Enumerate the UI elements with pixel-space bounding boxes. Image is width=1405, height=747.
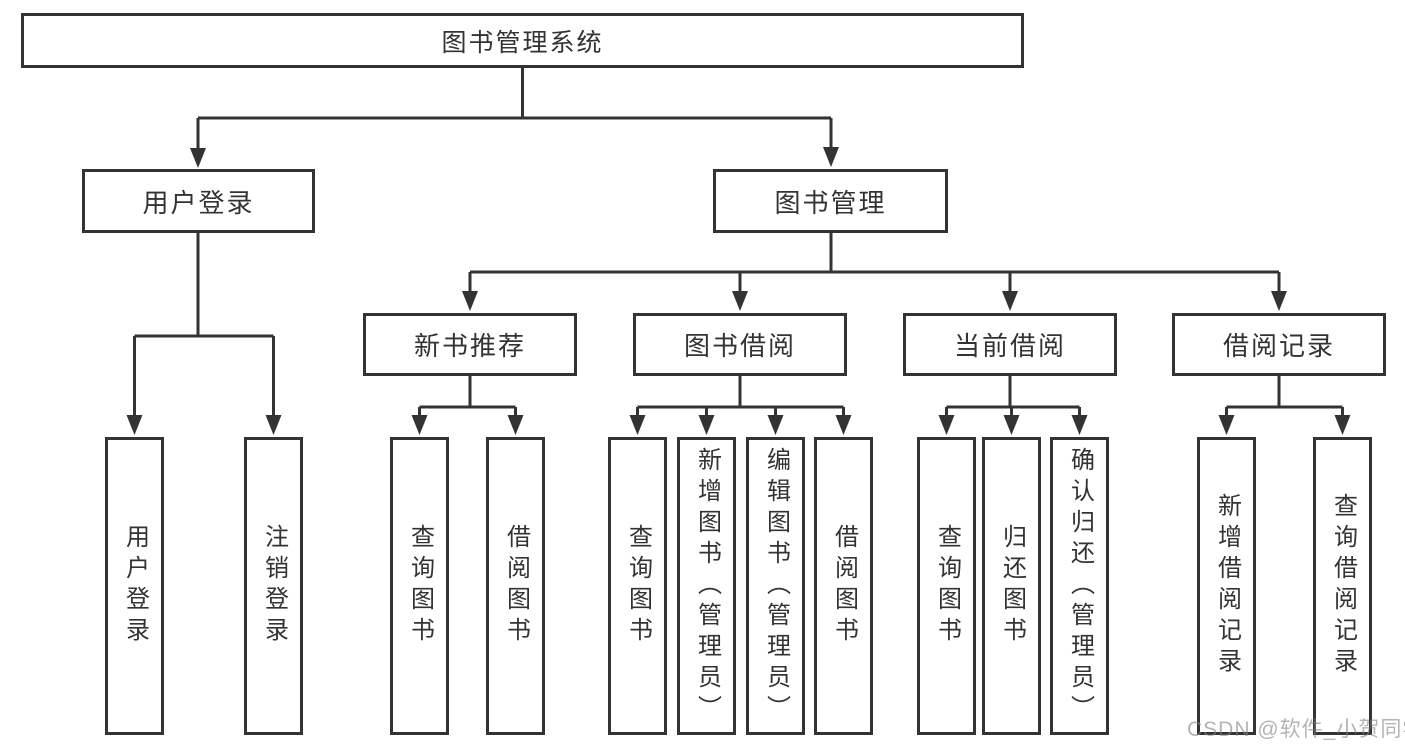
connector-borrow-record-children xyxy=(1218,376,1351,435)
leaf-query-books-borrow: 查询图书 xyxy=(608,437,667,735)
leaf-label: 借阅图书 xyxy=(502,524,530,648)
leaf-logout: 注销登录 xyxy=(244,437,303,735)
node-book-borrow: 图书借阅 xyxy=(633,313,847,376)
node-user-login: 用户登录 xyxy=(82,169,315,233)
leaf-label: 新增借阅记录 xyxy=(1213,493,1241,679)
leaf-query-books-recommend: 查询图书 xyxy=(390,437,449,735)
leaf-label: 查询借阅记录 xyxy=(1329,493,1357,679)
leaf-label: 归还图书 xyxy=(998,524,1026,648)
leaf-label: 借阅图书 xyxy=(830,524,858,648)
leaf-return-book: 归还图书 xyxy=(982,437,1041,735)
node-new-book-recommend: 新书推荐 xyxy=(363,313,577,376)
leaf-label: 编辑图书（管理员） xyxy=(762,446,790,726)
connector-new-book-recommend-children xyxy=(411,376,524,435)
connector-current-borrow-children xyxy=(938,376,1088,435)
leaf-label: 用户登录 xyxy=(121,524,149,648)
leaf-add-borrow-record: 新增借阅记录 xyxy=(1197,437,1256,735)
leaf-label: 确认归还（管理员） xyxy=(1066,446,1094,726)
leaf-label: 查询图书 xyxy=(933,524,961,648)
leaf-label: 查询图书 xyxy=(406,524,434,648)
node-library-management-system: 图书管理系统 xyxy=(21,13,1024,68)
node-book-management: 图书管理 xyxy=(713,169,948,233)
leaf-label: 新增图书（管理员） xyxy=(693,446,721,726)
leaf-label: 注销登录 xyxy=(260,524,288,648)
leaf-borrow-books-recommend: 借阅图书 xyxy=(486,437,545,735)
leaf-query-books-current: 查询图书 xyxy=(917,437,976,735)
node-borrow-record: 借阅记录 xyxy=(1172,313,1386,376)
connector-root-to-level2 xyxy=(190,68,839,168)
csdn-watermark: CSDN @软件_小贺同学 xyxy=(1187,718,1405,741)
leaf-borrow-books: 借阅图书 xyxy=(814,437,873,735)
leaf-user-login: 用户登录 xyxy=(105,437,164,735)
connector-book-borrow-children xyxy=(629,376,852,435)
leaf-edit-book-admin: 编辑图书（管理员） xyxy=(746,437,805,735)
connector-book-management-children xyxy=(462,233,1287,311)
leaf-label: 查询图书 xyxy=(624,524,652,648)
leaf-confirm-return-admin: 确认归还（管理员） xyxy=(1050,437,1109,735)
node-current-borrow: 当前借阅 xyxy=(903,313,1117,376)
connector-user-login-children xyxy=(126,233,282,435)
leaf-query-borrow-record: 查询借阅记录 xyxy=(1313,437,1372,735)
leaf-add-book-admin: 新增图书（管理员） xyxy=(677,437,736,735)
